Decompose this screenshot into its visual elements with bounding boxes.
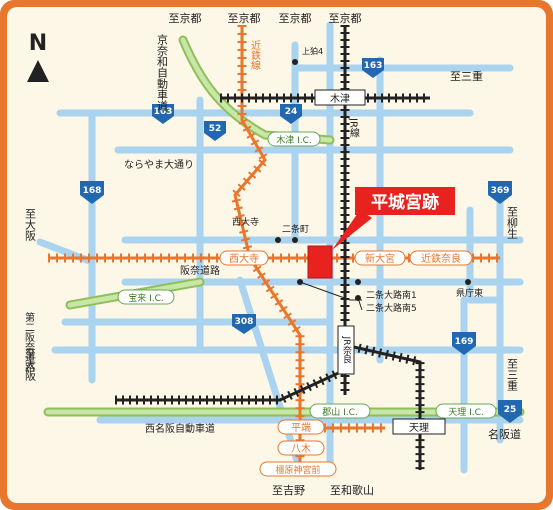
- kintetsu-line-label: 近鉄線: [249, 39, 261, 70]
- route-163-top-shield: 163: [362, 58, 384, 78]
- svg-text:308: 308: [235, 317, 254, 327]
- svg-text:163: 163: [364, 61, 383, 71]
- route-shields: 163 163 24 52 168 369 308 169 25: [80, 58, 522, 423]
- line-labels: 近鉄線 JR線: [249, 39, 360, 138]
- heijo-palace-site-area: [307, 245, 333, 279]
- dest-osaka-left-2: 至大阪: [24, 348, 37, 382]
- prefectural-office-east-label: 県庁東: [456, 287, 483, 299]
- route-163-left-shield: 163: [152, 104, 174, 124]
- nijo-cho-label: 二条町: [282, 223, 309, 235]
- place-labels: ならやま大通り 西大寺 二条町 阪奈道路 二条大路南1 二条大路南5 県庁東 西…: [124, 158, 483, 435]
- heijo-callout-box: [355, 187, 455, 215]
- svg-text:169: 169: [455, 337, 474, 347]
- station-yagi: 八木: [291, 443, 311, 455]
- route-369-shield: 369: [488, 181, 512, 204]
- kamikoma4-label: 上狛4: [302, 46, 323, 56]
- road-southwest: [236, 276, 304, 474]
- dest-yagyu: 至柳生: [506, 206, 519, 239]
- dest-mie-right: 至三重: [506, 358, 519, 391]
- heijo-palace-label: 平城宮跡: [371, 192, 439, 213]
- route-169-shield: 169: [452, 332, 476, 355]
- station-shin-omiya: 新大宮: [365, 252, 395, 265]
- ic-kizu: 木津 I.C.: [276, 134, 312, 146]
- route-308-shield: 308: [232, 314, 256, 334]
- nishi-meihan-label: 西名阪自動車道: [145, 422, 215, 435]
- heijo-callout-pointer: [332, 210, 372, 250]
- dest-wakayama: 至和歌山: [330, 483, 374, 497]
- station-kashiharajingu-mae: 橿原神宮前: [275, 464, 320, 476]
- route-25-shield: 25: [498, 400, 522, 423]
- dest-mie-top: 至三重: [450, 69, 483, 83]
- dest-yoshino: 至吉野: [272, 484, 305, 497]
- route-24-shield: 24: [280, 104, 302, 124]
- svg-text:52: 52: [209, 124, 222, 134]
- meihan-road-label: 名阪道: [488, 427, 521, 441]
- station-tenri: 天理: [409, 422, 429, 434]
- svg-text:25: 25: [504, 405, 517, 415]
- svg-text:163: 163: [154, 107, 173, 117]
- kyoto-nara-expressway-label: 京奈和自動車道: [156, 33, 169, 111]
- north-arrow-icon: [27, 60, 49, 82]
- daini-hanna-label: 第二阪奈道路: [23, 311, 35, 373]
- dest-osaka-left: 至大阪: [24, 208, 37, 242]
- leader-lines: [299, 281, 363, 311]
- narayama-odori-label: ならやま大通り: [124, 158, 194, 171]
- station-kintetsu-nara: 近鉄奈良: [421, 252, 461, 265]
- dest-kyoto-4: 至京都: [329, 11, 362, 25]
- dest-kyoto-1: 至京都: [169, 11, 202, 25]
- dest-kyoto-2: 至京都: [228, 11, 261, 25]
- road-r369-link: [466, 206, 504, 304]
- nijo-oji-minami1-label: 二条大路南1: [366, 289, 417, 301]
- station-saidaiji: 西大寺: [229, 252, 259, 265]
- interchange-badges: 木津 I.C. 宝来 I.C. 郡山 I.C. 天理 I.C.: [117, 131, 497, 419]
- station-jr-nara: JR奈良: [341, 336, 352, 365]
- compass-letter: N: [29, 31, 47, 56]
- ic-hoki: 宝来 I.C.: [128, 292, 164, 304]
- map-background: [7, 7, 546, 503]
- destination-labels: 至京都 至京都 至京都 至京都 京奈和自動車道 上狛4 至三重 至大阪 第二阪奈…: [23, 11, 522, 497]
- north-compass: N: [27, 31, 49, 82]
- route-168-shield: 168: [80, 181, 104, 204]
- kyoto-nara-expressway: [180, 37, 333, 143]
- ic-koriyama: 郡山 I.C.: [322, 407, 358, 418]
- jr-line-label: JR線: [348, 117, 360, 138]
- svg-text:168: 168: [83, 186, 102, 196]
- svg-text:24: 24: [285, 107, 298, 117]
- dest-kyoto-3: 至京都: [279, 11, 312, 25]
- ic-tenri: 天理 I.C.: [448, 407, 484, 418]
- route-52-shield: 52: [204, 121, 226, 141]
- station-kizu: 木津: [330, 93, 350, 105]
- nijo-oji-minami5-label: 二条大路南5: [366, 302, 417, 314]
- svg-text:369: 369: [491, 186, 510, 196]
- saidaiji-temple-label: 西大寺: [232, 216, 259, 228]
- station-hirahata: 平端: [291, 421, 311, 434]
- hanna-road-label: 阪奈道路: [180, 264, 220, 277]
- station-badges: 木津 西大寺 新大宮 近鉄奈良 JR奈良 平端 八木 天理 橿原神宮前: [219, 89, 473, 477]
